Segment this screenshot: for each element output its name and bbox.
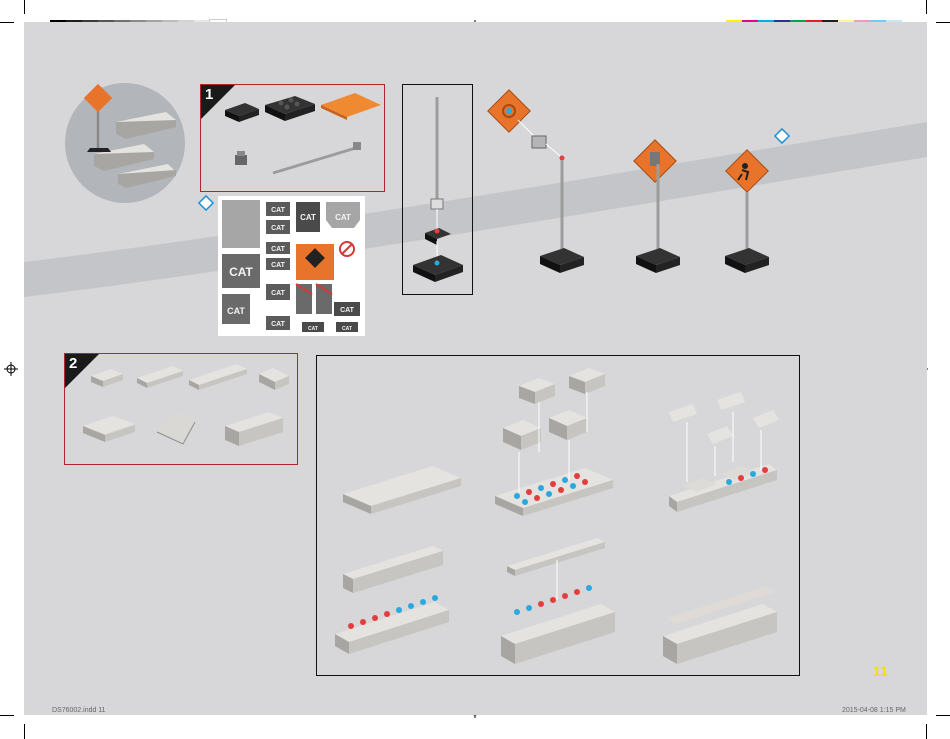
- clip-connector-icon: [235, 151, 247, 165]
- black-base-icon: [540, 248, 584, 273]
- pole-assembly-diagram: [403, 85, 472, 294]
- slope-tile-icon: [707, 426, 733, 444]
- footer-file-name: DS76002.indd 11: [52, 707, 106, 714]
- slope-brick-icon: [259, 368, 289, 390]
- crop-mark: [926, 724, 927, 739]
- crop-mark: [24, 0, 25, 14]
- brick-1x2-icon: [519, 378, 555, 404]
- svg-text:CAT: CAT: [271, 207, 286, 214]
- slope-brick-icon: [569, 368, 605, 394]
- cat-logo-sticker: CAT: [266, 316, 290, 330]
- diamond-marker-icon: [198, 195, 214, 211]
- black-base-icon: [636, 248, 680, 273]
- plate-1x4-icon: [137, 366, 183, 388]
- base-plate-icon: [343, 466, 461, 514]
- cat-logo-sticker: CAT: [266, 242, 290, 254]
- barrier-section-icon: [669, 464, 777, 512]
- svg-text:CAT: CAT: [300, 213, 316, 222]
- step-1-box: 1: [200, 84, 385, 192]
- worker-sign-sticker: [296, 244, 334, 280]
- crop-mark: [24, 724, 25, 739]
- slope-tile-icon: [717, 392, 745, 410]
- no-entry-sticker: [340, 242, 354, 256]
- barrier-section-icon: [335, 595, 449, 654]
- cat-logo-sticker: CAT: [296, 202, 320, 232]
- base-plate-studs-icon: [495, 468, 613, 516]
- slope-brick-icon: [503, 420, 541, 450]
- cat-logo-sticker: CAT: [222, 254, 260, 288]
- svg-text:CAT: CAT: [271, 246, 286, 253]
- slope-brick-icon: [549, 410, 587, 440]
- page-number: 11: [873, 663, 888, 679]
- svg-text:CAT: CAT: [308, 326, 318, 332]
- barrier-brick-icon: [225, 412, 283, 446]
- crop-mark: [0, 22, 14, 23]
- overview-callout: [64, 82, 186, 204]
- plate-1x2-icon: [91, 369, 123, 387]
- step-1-parts: [201, 85, 384, 191]
- orange-sign-icon: [634, 140, 676, 182]
- svg-text:CAT: CAT: [227, 306, 245, 316]
- sticker-sheet: CAT CAT CAT CAT CAT CAT CAT CAT CAT CAT …: [218, 196, 365, 336]
- barrier-assembly-box: [316, 355, 800, 676]
- svg-text:CAT: CAT: [271, 290, 286, 297]
- svg-text:CAT: CAT: [335, 213, 351, 222]
- worker-sign-icon: [726, 150, 768, 192]
- black-plate-1x2-icon: [225, 103, 259, 122]
- black-plate-2x3-icon: [265, 96, 315, 121]
- cat-logo-sticker: CAT: [334, 302, 360, 316]
- cat-logo-sticker: CAT: [336, 322, 358, 332]
- svg-text:CAT: CAT: [271, 262, 286, 269]
- barrier-assembly-diagram: [317, 356, 799, 675]
- cat-logo-sticker: CAT: [222, 294, 250, 324]
- crop-mark: [926, 0, 927, 14]
- plate-1x8-icon: [507, 538, 605, 576]
- orange-sign-tile-icon: [321, 93, 381, 120]
- plate-2x3-icon: [83, 416, 135, 442]
- step-2-box: 2: [64, 353, 298, 465]
- cat-logo-sticker: CAT: [266, 258, 290, 270]
- svg-text:CAT: CAT: [229, 265, 253, 279]
- cat-logo-sticker: CAT: [326, 202, 360, 228]
- cat-logo-sticker: CAT: [266, 220, 290, 234]
- svg-text:CAT: CAT: [271, 321, 286, 328]
- crop-mark: [936, 22, 950, 23]
- svg-text:CAT: CAT: [342, 326, 352, 332]
- antenna-bar-icon: [273, 142, 361, 173]
- slope-tile-icon: [669, 404, 697, 422]
- finished-barrier-icon: [663, 586, 777, 664]
- marbled-slope-icon: [157, 410, 195, 444]
- cat-logo-sticker: CAT: [302, 322, 324, 332]
- pole-assembly-box: [402, 84, 473, 295]
- svg-text:CAT: CAT: [340, 307, 355, 314]
- svg-text:CAT: CAT: [271, 225, 286, 232]
- barrier-section-icon: [501, 585, 615, 664]
- registration-mark-icon: [4, 362, 18, 376]
- diamond-marker-icon: [775, 129, 789, 143]
- footer-date-time: 2015-04-08 1:15 PM: [842, 707, 906, 714]
- black-base-icon: [725, 248, 769, 273]
- slope-tile-icon: [753, 410, 779, 428]
- brick-1x8-icon: [343, 546, 443, 593]
- step-2-parts: [65, 354, 297, 464]
- crop-mark: [0, 715, 14, 716]
- sign-assembly-diagram: [480, 84, 810, 284]
- cat-logo-sticker: CAT: [266, 284, 290, 300]
- crop-mark: [936, 715, 950, 716]
- plate-1x6-icon: [189, 364, 247, 390]
- cat-logo-sticker: CAT: [266, 202, 290, 216]
